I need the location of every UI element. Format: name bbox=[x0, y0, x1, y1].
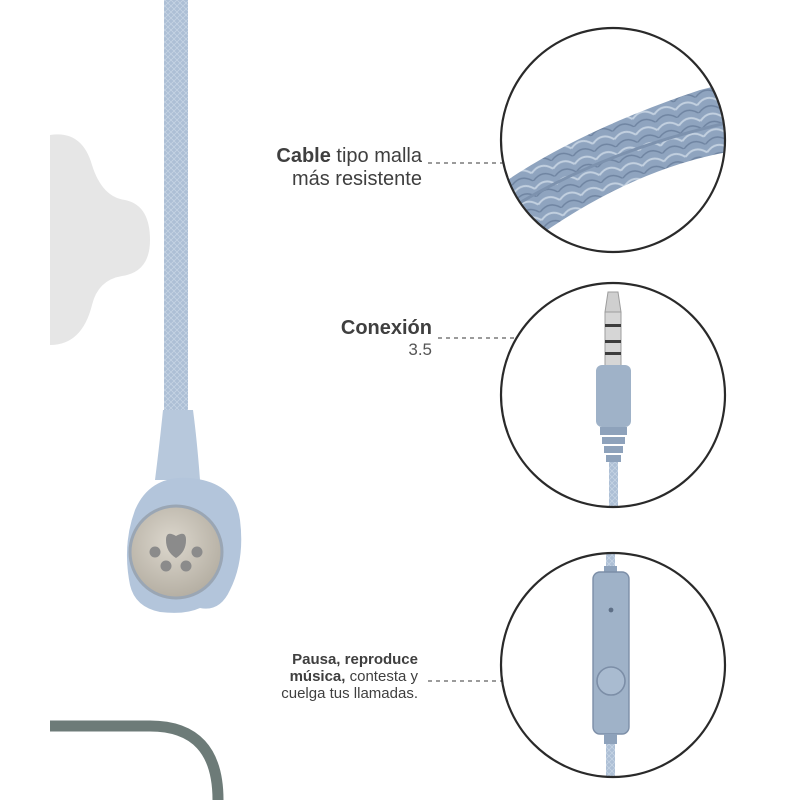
earbud-stem bbox=[155, 410, 200, 480]
zoom-circle-jack bbox=[499, 281, 727, 509]
gray-blob-shape bbox=[50, 134, 150, 345]
callout-cable-text-2: más resistente bbox=[291, 168, 422, 190]
green-corner-stroke bbox=[50, 720, 224, 800]
callout-controls-text-2: contesta y bbox=[345, 667, 418, 685]
paw-icon bbox=[149, 533, 203, 572]
zoom-circle-remote bbox=[499, 551, 727, 779]
inline-remote-icon bbox=[592, 553, 630, 777]
zoom-circle-cable bbox=[499, 26, 727, 254]
callout-cable-title: Cable bbox=[276, 145, 331, 167]
callout-controls-title-1: Pausa, reproduce bbox=[292, 651, 418, 668]
callout-cable: Cable tipo malla más resistente bbox=[200, 145, 422, 191]
callout-controls-title-2: música, bbox=[289, 667, 346, 685]
callout-controls: Pausa, reproduce música, contesta y cuel… bbox=[200, 651, 418, 702]
callout-connection: Conexión 3.5 bbox=[280, 317, 432, 360]
callout-controls-text-3: cuelga tus llamadas. bbox=[281, 684, 418, 702]
callout-connection-size: 3.5 bbox=[408, 340, 432, 359]
headphone-jack-icon bbox=[596, 291, 631, 507]
braided-cable bbox=[164, 0, 188, 415]
callout-connection-title: Conexión bbox=[340, 317, 432, 339]
callout-cable-text-1: tipo malla bbox=[330, 145, 422, 167]
